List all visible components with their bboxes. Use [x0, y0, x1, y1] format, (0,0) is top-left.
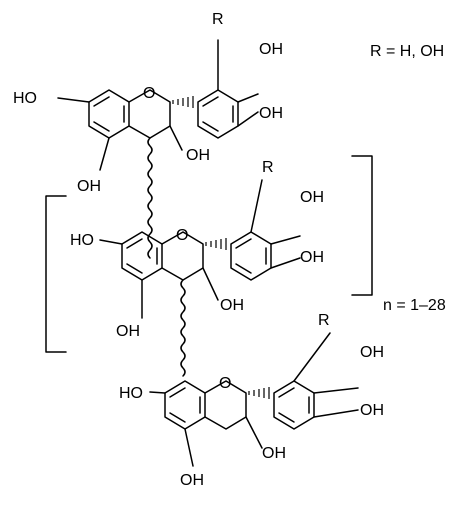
atom-oh-top-a2: OH: [77, 178, 101, 195]
atom-r-top: R: [212, 11, 224, 28]
middle-flavanol-unit: [99, 179, 301, 377]
note-r-substituent: R = H, OH: [370, 43, 444, 60]
atom-r-middle: R: [262, 159, 274, 176]
atom-ho-bottom-a: HO: [119, 385, 143, 402]
atom-ho-top-a: HO: [13, 90, 37, 107]
atom-ho-middle-a: HO: [70, 232, 94, 249]
atom-o-bottom-ring: O: [219, 375, 231, 392]
atom-oh-bottom-b2: OH: [360, 402, 384, 419]
note-repeat-count: n = 1–28: [383, 297, 446, 314]
atom-oh-top-c3: OH: [186, 147, 210, 164]
atom-oh-middle-b2: OH: [300, 249, 324, 266]
bottom-flavanol-unit: [149, 332, 359, 467]
atom-r-bottom: R: [318, 312, 330, 329]
atom-oh-bottom-b1: OH: [360, 344, 384, 361]
atom-oh-middle-c3: OH: [220, 297, 244, 314]
middle-hashed-wedge: [205, 238, 227, 250]
atom-o-top-ring: O: [143, 85, 155, 102]
atom-oh-top-b2: OH: [259, 105, 283, 122]
top-flavanol-unit: [57, 39, 259, 259]
atom-oh-top-b1: OH: [259, 41, 283, 58]
atom-o-middle-ring: O: [176, 227, 188, 244]
repeat-bracket: [45, 155, 373, 353]
top-hashed-wedge: [172, 96, 194, 108]
bottom-hashed-wedge: [248, 387, 270, 399]
atom-oh-middle-b1: OH: [300, 189, 324, 206]
atom-oh-bottom-c3: OH: [262, 445, 286, 462]
atom-oh-middle-a2: OH: [116, 323, 140, 340]
atom-oh-bottom-a2: OH: [180, 472, 204, 489]
